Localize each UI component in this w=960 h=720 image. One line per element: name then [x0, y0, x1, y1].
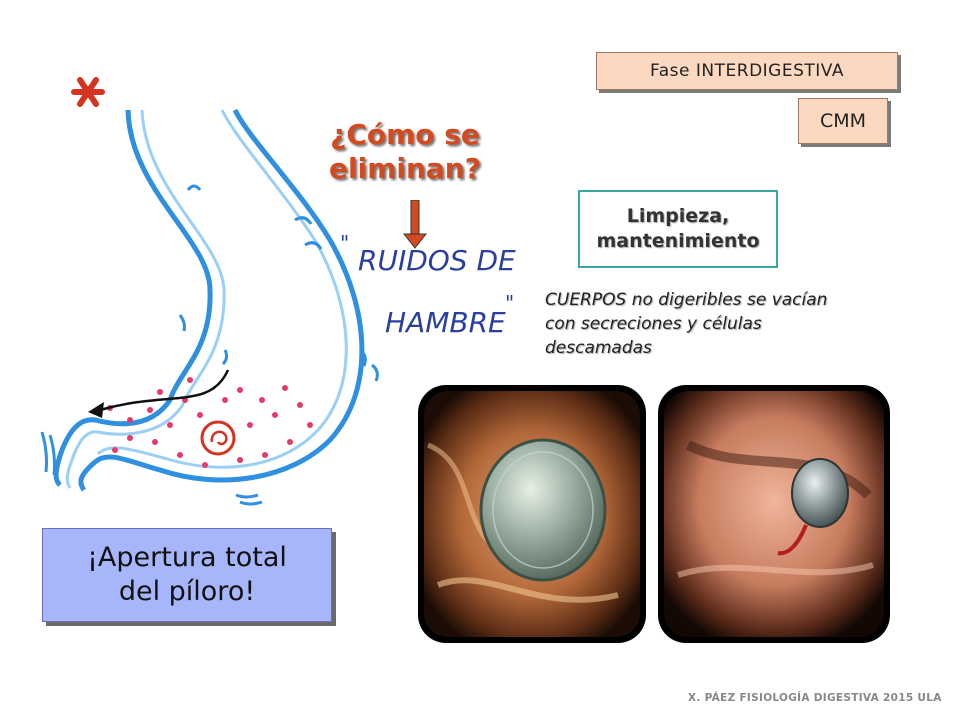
- purpose-line1: Limpieza,: [626, 205, 730, 227]
- arrow-head-icon: [88, 402, 104, 418]
- question-line1: ¿Cómo se: [330, 118, 480, 151]
- handwriting-line1: RUIDOS DE: [358, 244, 516, 277]
- footer-credit: X. PÁEZ FISIOLOGÍA DIGESTIVA 2015 ULA: [688, 692, 942, 704]
- phase-label: Fase INTERDIGESTIVA: [596, 52, 898, 90]
- cmm-badge: CMM: [798, 98, 888, 144]
- stomach-illustration: RUIDOS DE HAMBRE " ": [40, 77, 516, 506]
- callout-line1: ¡Apertura total: [87, 542, 287, 573]
- asterisk-icon: [71, 77, 105, 107]
- svg-text:": ": [505, 291, 514, 315]
- question-title: ¿Cómo se eliminan?: [300, 118, 510, 186]
- endoscopy-coin-photo: [418, 385, 646, 643]
- swirl-icon: [200, 420, 236, 456]
- gastric-content-dots: [107, 377, 313, 468]
- pylorus-callout: ¡Apertura total del píloro!: [42, 528, 332, 622]
- purpose-box: Limpieza, mantenimiento: [578, 190, 778, 268]
- handwriting-line2: HAMBRE: [385, 306, 506, 339]
- stomach-greater-curvature: [78, 108, 365, 492]
- question-line2: eliminan?: [329, 152, 481, 185]
- svg-text:": ": [340, 231, 349, 255]
- down-arrow-icon: [402, 200, 428, 249]
- stomach-outer-wall-inner: [65, 109, 226, 489]
- pylorus-arrow: [99, 369, 230, 412]
- purpose-line2: mantenimiento: [596, 230, 760, 252]
- endoscopy-battery-photo: [658, 385, 890, 643]
- stomach-greater-curvature-inner: [96, 109, 348, 469]
- stomach-outer-wall: [53, 109, 213, 487]
- callout-line2: del píloro!: [118, 576, 256, 607]
- motion-ticks: [40, 184, 379, 506]
- description-text: CUERPOS no digeribles se vacían con secr…: [545, 290, 828, 358]
